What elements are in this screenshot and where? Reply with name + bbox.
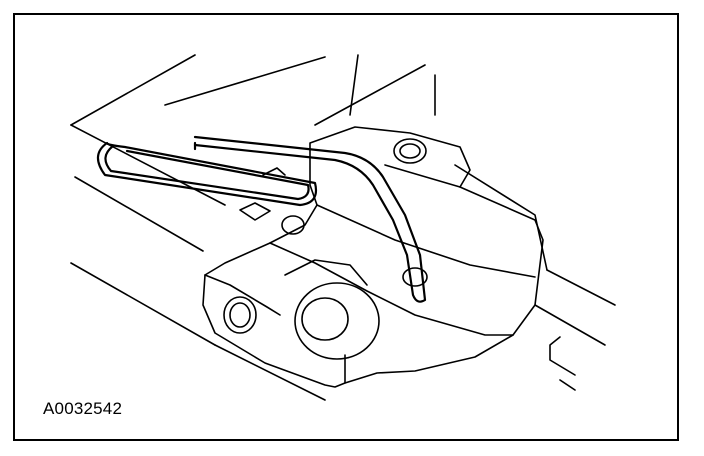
figure-frame: A0032542 — [13, 13, 679, 441]
rail-slot — [239, 167, 286, 221]
mounting-holes — [223, 138, 428, 360]
technical-illustration — [70, 54, 616, 401]
housing-outline — [70, 54, 616, 401]
bracket-body — [202, 126, 544, 388]
figure-reference-id: A0032542 — [43, 399, 123, 418]
retaining-wire — [96, 135, 427, 303]
